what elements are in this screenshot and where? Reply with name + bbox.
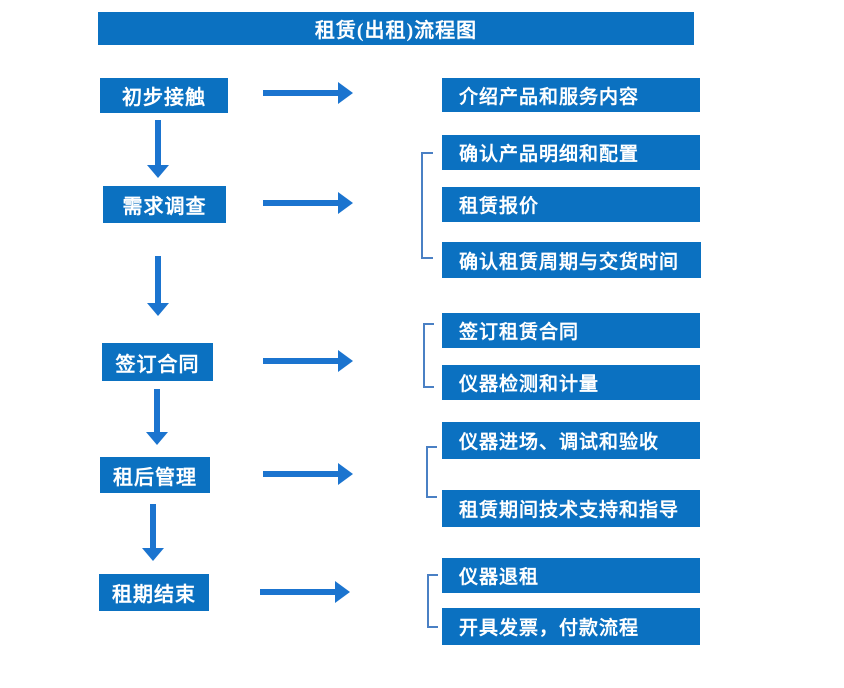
step-box-sign-contract: 签订合同: [102, 343, 213, 381]
down-arrow-head-icon: [142, 548, 164, 561]
down-arrow-shaft: [150, 504, 156, 549]
down-arrow-shaft: [154, 389, 160, 433]
detail-box-tech-support: 租赁期间技术支持和指导: [442, 490, 700, 527]
step-box-post-rental-management: 租后管理: [100, 457, 210, 493]
detail-box-sign-rental-contract: 签订租赁合同: [442, 313, 700, 348]
down-arrow-4: [142, 504, 164, 561]
right-arrow-head-icon: [338, 192, 353, 214]
step-box-rental-end: 租期结束: [99, 574, 209, 611]
down-arrow-head-icon: [146, 432, 168, 445]
down-arrow-head-icon: [147, 303, 169, 316]
down-arrow-3: [146, 389, 168, 445]
group-bracket-rental-end: [427, 574, 438, 628]
down-arrow-head-icon: [147, 165, 169, 178]
detail-box-instrument-setup-acceptance: 仪器进场、调试和验收: [442, 422, 700, 459]
right-arrow-head-icon: [338, 350, 353, 372]
detail-box-invoice-payment: 开具发票，付款流程: [442, 608, 700, 645]
right-arrow-2: [263, 192, 353, 214]
right-arrow-head-icon: [338, 463, 353, 485]
right-arrow-4: [263, 463, 353, 485]
down-arrow-shaft: [155, 256, 161, 304]
right-arrow-shaft: [263, 90, 338, 96]
right-arrow-shaft: [263, 471, 338, 477]
right-arrow-shaft: [263, 200, 338, 206]
step-box-demand-survey: 需求调查: [103, 186, 226, 223]
right-arrow-3: [263, 350, 353, 372]
detail-box-instrument-return: 仪器退租: [442, 558, 700, 593]
down-arrow-1: [147, 120, 169, 178]
right-arrow-1: [263, 82, 353, 104]
right-arrow-head-icon: [335, 581, 350, 603]
detail-box-instrument-testing: 仪器检测和计量: [442, 365, 700, 400]
down-arrow-shaft: [155, 120, 161, 166]
right-arrow-5: [260, 581, 350, 603]
right-arrow-shaft: [263, 358, 338, 364]
group-bracket-sign-contract: [423, 323, 434, 388]
group-bracket-demand-survey: [421, 152, 433, 259]
detail-box-introduce-products: 介绍产品和服务内容: [442, 78, 700, 112]
group-bracket-post-rental-management: [426, 446, 437, 498]
detail-box-rental-quotation: 租赁报价: [442, 187, 700, 222]
right-arrow-head-icon: [338, 82, 353, 104]
step-box-initial-contact: 初步接触: [100, 78, 228, 113]
detail-box-confirm-period-delivery: 确认租赁周期与交货时间: [442, 242, 701, 278]
diagram-title: 租赁(出租)流程图: [98, 12, 694, 45]
down-arrow-2: [147, 256, 169, 316]
detail-box-confirm-product-config: 确认产品明细和配置: [442, 135, 700, 170]
right-arrow-shaft: [260, 589, 335, 595]
